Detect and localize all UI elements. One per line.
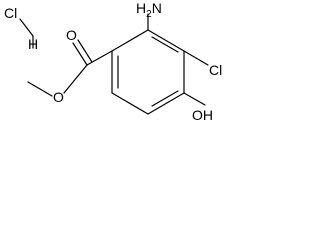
amine-h: H xyxy=(136,0,146,16)
amine-label: H2N xyxy=(136,0,162,20)
ring-bond-4 xyxy=(111,92,149,115)
chloro-label: Cl xyxy=(209,62,222,78)
hydroxyl-label: OH xyxy=(192,107,213,123)
amine-n: N xyxy=(152,0,162,16)
ring-double-1 xyxy=(151,36,179,53)
ring-bond-3 xyxy=(147,92,185,115)
carbonyl-bond-a xyxy=(72,42,88,66)
structure-diagram: Cl H H2N Cl OH O O xyxy=(4,0,222,123)
amine-subscript: 2 xyxy=(146,9,152,20)
methyl-bond xyxy=(27,81,53,97)
hcl-h-label: H xyxy=(28,36,38,52)
carbonyl-bond-b xyxy=(77,39,93,63)
hcl-bond xyxy=(19,18,34,37)
ester-o-bond xyxy=(63,64,88,94)
carbonyl-oxygen-label: O xyxy=(66,27,77,43)
ring-bond-6 xyxy=(111,29,149,52)
ester-oxygen-label: O xyxy=(53,89,64,105)
ring-bond-1 xyxy=(147,29,185,52)
hydroxyl-bond xyxy=(183,92,206,106)
ring-double-2 xyxy=(151,90,179,107)
chloro-bond xyxy=(183,50,209,66)
hcl-cl-label: Cl xyxy=(4,5,17,21)
ester-bond xyxy=(86,50,113,66)
